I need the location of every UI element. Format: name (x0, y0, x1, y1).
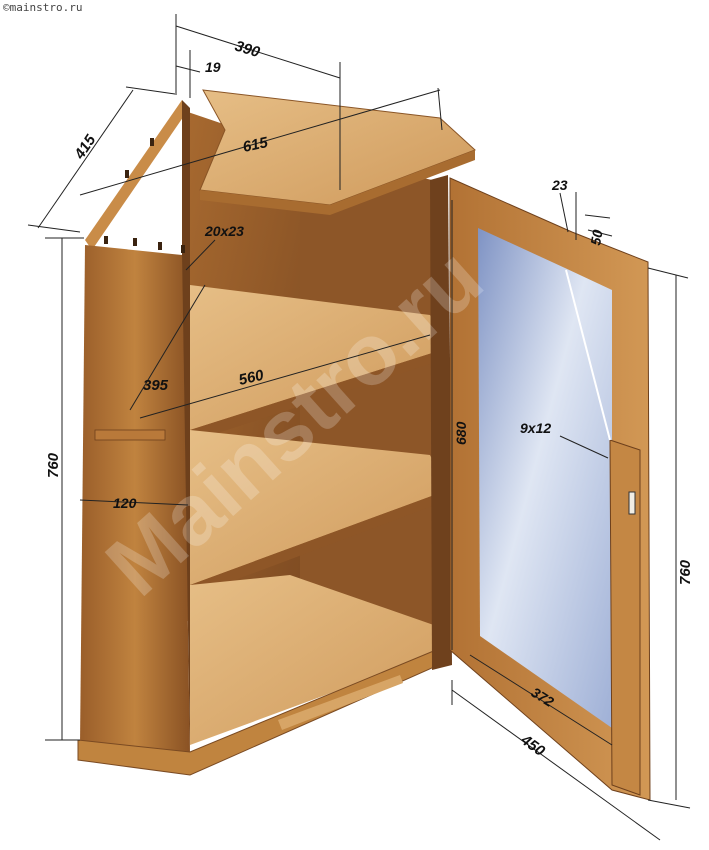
dim-19: 19 (205, 59, 221, 75)
glazing-bead-line (565, 269, 611, 441)
door-hinge-stile (609, 439, 641, 796)
left-side-panel-rear (182, 100, 190, 755)
dim-50: 50 (587, 228, 605, 246)
site-credit: ©mainstro.ru (3, 1, 83, 14)
dim-560: 560 (237, 367, 266, 389)
dim-23: 23 (551, 177, 568, 193)
left-side-panel-face (80, 245, 190, 755)
shelf-middle (190, 430, 448, 585)
dim-120: 120 (113, 495, 137, 511)
dim-390: 390 (233, 38, 263, 62)
cleat-bar (94, 429, 166, 441)
plinth-strip (278, 675, 403, 730)
door-glass (478, 228, 612, 728)
dowel-pegs (104, 138, 185, 253)
shelf-middle-edge (190, 490, 448, 597)
dim-615: 615 (241, 134, 270, 156)
top-board-edge (200, 150, 475, 215)
shelf-upper-edge (190, 348, 448, 442)
dim-9x12: 9x12 (520, 420, 551, 436)
dim-395: 395 (143, 377, 169, 394)
door-handle-icon[interactable] (628, 491, 636, 515)
dim-760-door: 760 (677, 559, 694, 585)
dim-680: 680 (453, 421, 469, 445)
shelf-upper (190, 285, 448, 430)
dim-20x23: 20x23 (204, 223, 244, 239)
shelf-bottom (190, 575, 448, 745)
dimension-lines (27, 14, 691, 841)
dim-760-body: 760 (45, 452, 62, 478)
dim-415: 415 (71, 131, 100, 163)
front-post (430, 175, 452, 670)
left-side-panel (85, 100, 188, 250)
